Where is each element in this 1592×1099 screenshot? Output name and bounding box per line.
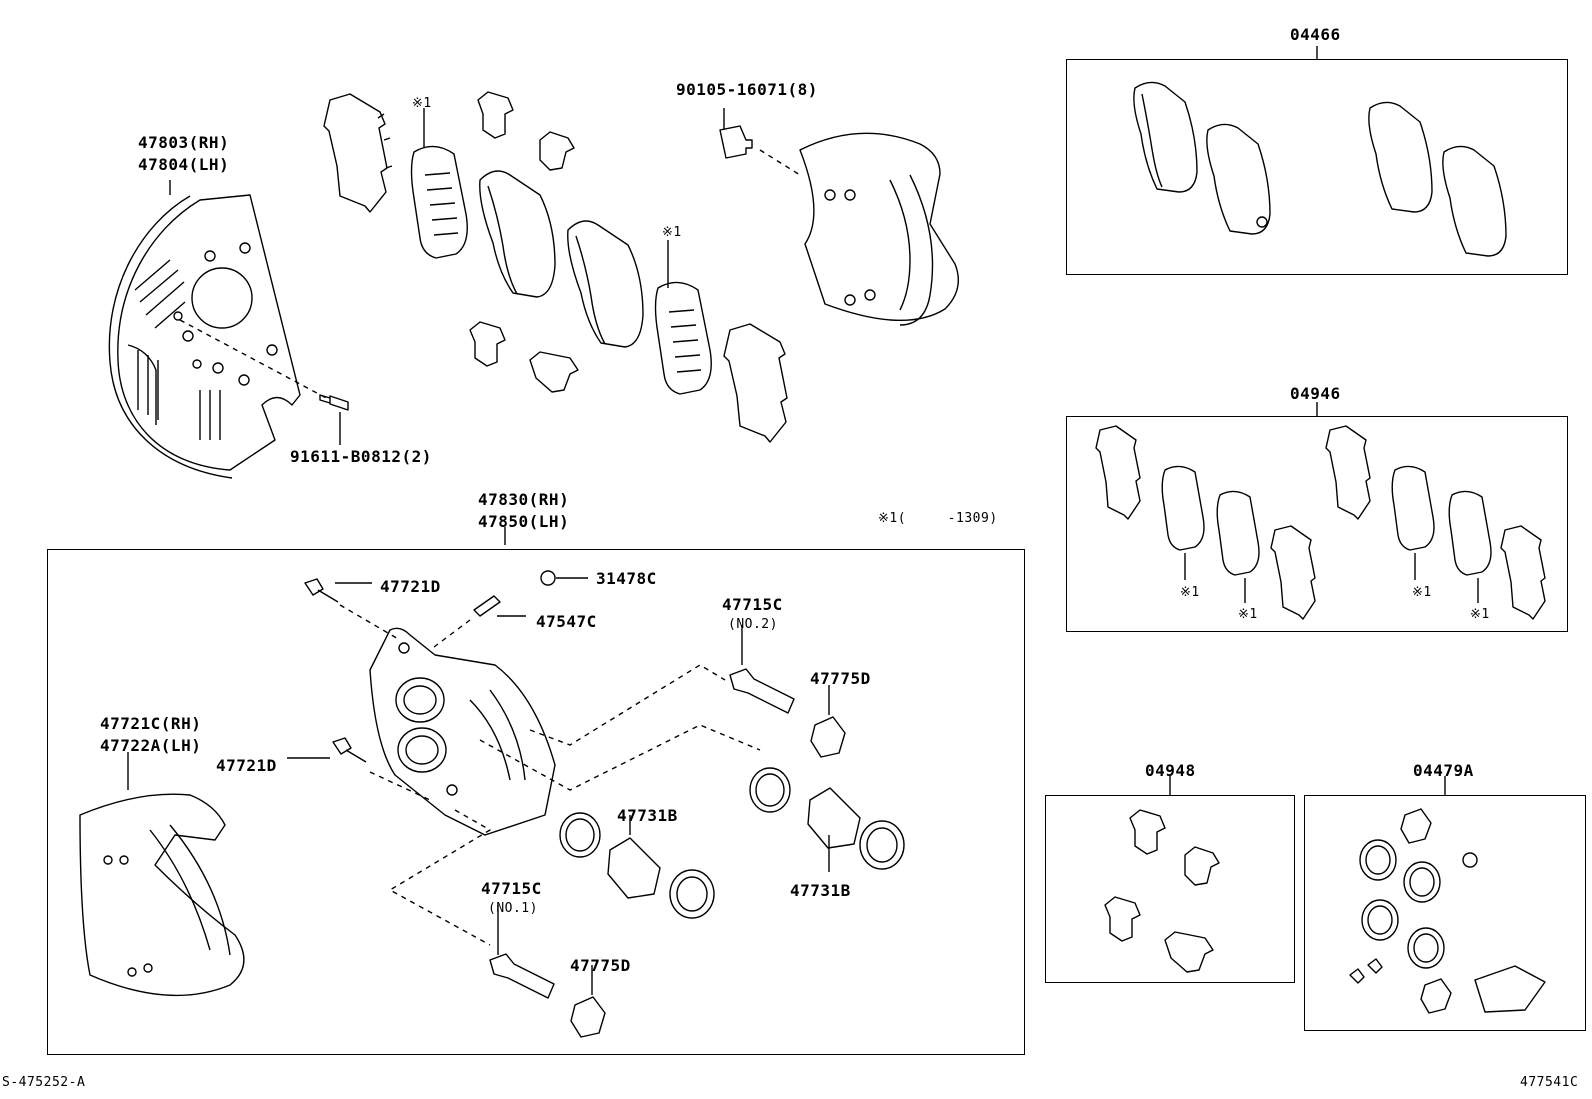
caliper-lh-label: 47850(LH) — [478, 512, 570, 531]
caliper-mount-upper-drawing — [719, 108, 959, 326]
mount-lh-label: 47722A(LH) — [100, 736, 202, 755]
caliper-rh-label: 47830(RH) — [478, 490, 570, 509]
caliper-bolt-label: 90105-16071(8) — [676, 80, 818, 99]
shim-note-a: ※1 — [412, 96, 432, 111]
fitting-kit-box — [1045, 795, 1295, 983]
caliper-assembly-drawing — [79, 527, 905, 1038]
shield-rh-label: 47803(RH) — [138, 133, 230, 152]
piston-kit-upper-label: 47731B — [790, 881, 851, 900]
footer-right: 477541C — [1520, 1075, 1579, 1090]
pin-no1-sub: (NO.1) — [488, 901, 538, 916]
anti-squeal-kit-box — [1066, 416, 1568, 632]
pin-no1-label: 47715C — [481, 879, 542, 898]
dust-shield-drawing — [108, 180, 349, 479]
kit-mark-4: ※1 — [1470, 607, 1490, 622]
piston-kit-lower-label: 47731B — [617, 806, 678, 825]
anti-squeal-kit-label: 04946 — [1290, 384, 1341, 403]
kit-04946-drawing — [1095, 402, 1546, 620]
kit-04466-drawing — [1133, 46, 1507, 257]
pin-no2-sub: (NO.2) — [728, 617, 778, 632]
mount-rh-label: 47721C(RH) — [100, 714, 202, 733]
pad-kit-box — [1066, 59, 1568, 275]
cap-label: 31478C — [596, 569, 657, 588]
bleeder-label: 47547C — [536, 612, 597, 631]
kit-04948-drawing — [1104, 776, 1220, 973]
boot-upper-label: 47775D — [810, 669, 871, 688]
fitting-kit-label: 04948 — [1145, 761, 1196, 780]
cylinder-kit-label: 04479A — [1413, 761, 1474, 780]
pad-kit-label: 04466 — [1290, 25, 1341, 44]
cylinder-kit-box — [1304, 795, 1586, 1031]
shim-note-b: ※1 — [662, 225, 682, 240]
kit-mark-2: ※1 — [1238, 607, 1258, 622]
kit-mark-3: ※1 — [1412, 585, 1432, 600]
bolt-lower-label: 47721D — [216, 756, 277, 775]
kit-04479A-drawing — [1349, 776, 1546, 1014]
upper-pad-set-drawing — [323, 91, 788, 443]
bolt-upper-label: 47721D — [380, 577, 441, 596]
note-range: ※1( -1309) — [878, 511, 998, 526]
footer-left: S-475252-A — [2, 1075, 86, 1090]
kit-mark-1: ※1 — [1180, 585, 1200, 600]
caliper-assembly-box — [47, 549, 1025, 1055]
shield-lh-label: 47804(LH) — [138, 155, 230, 174]
shield-bolt-label: 91611-B0812(2) — [290, 447, 432, 466]
boot-lower-label: 47775D — [570, 956, 631, 975]
pin-no2-label: 47715C — [722, 595, 783, 614]
